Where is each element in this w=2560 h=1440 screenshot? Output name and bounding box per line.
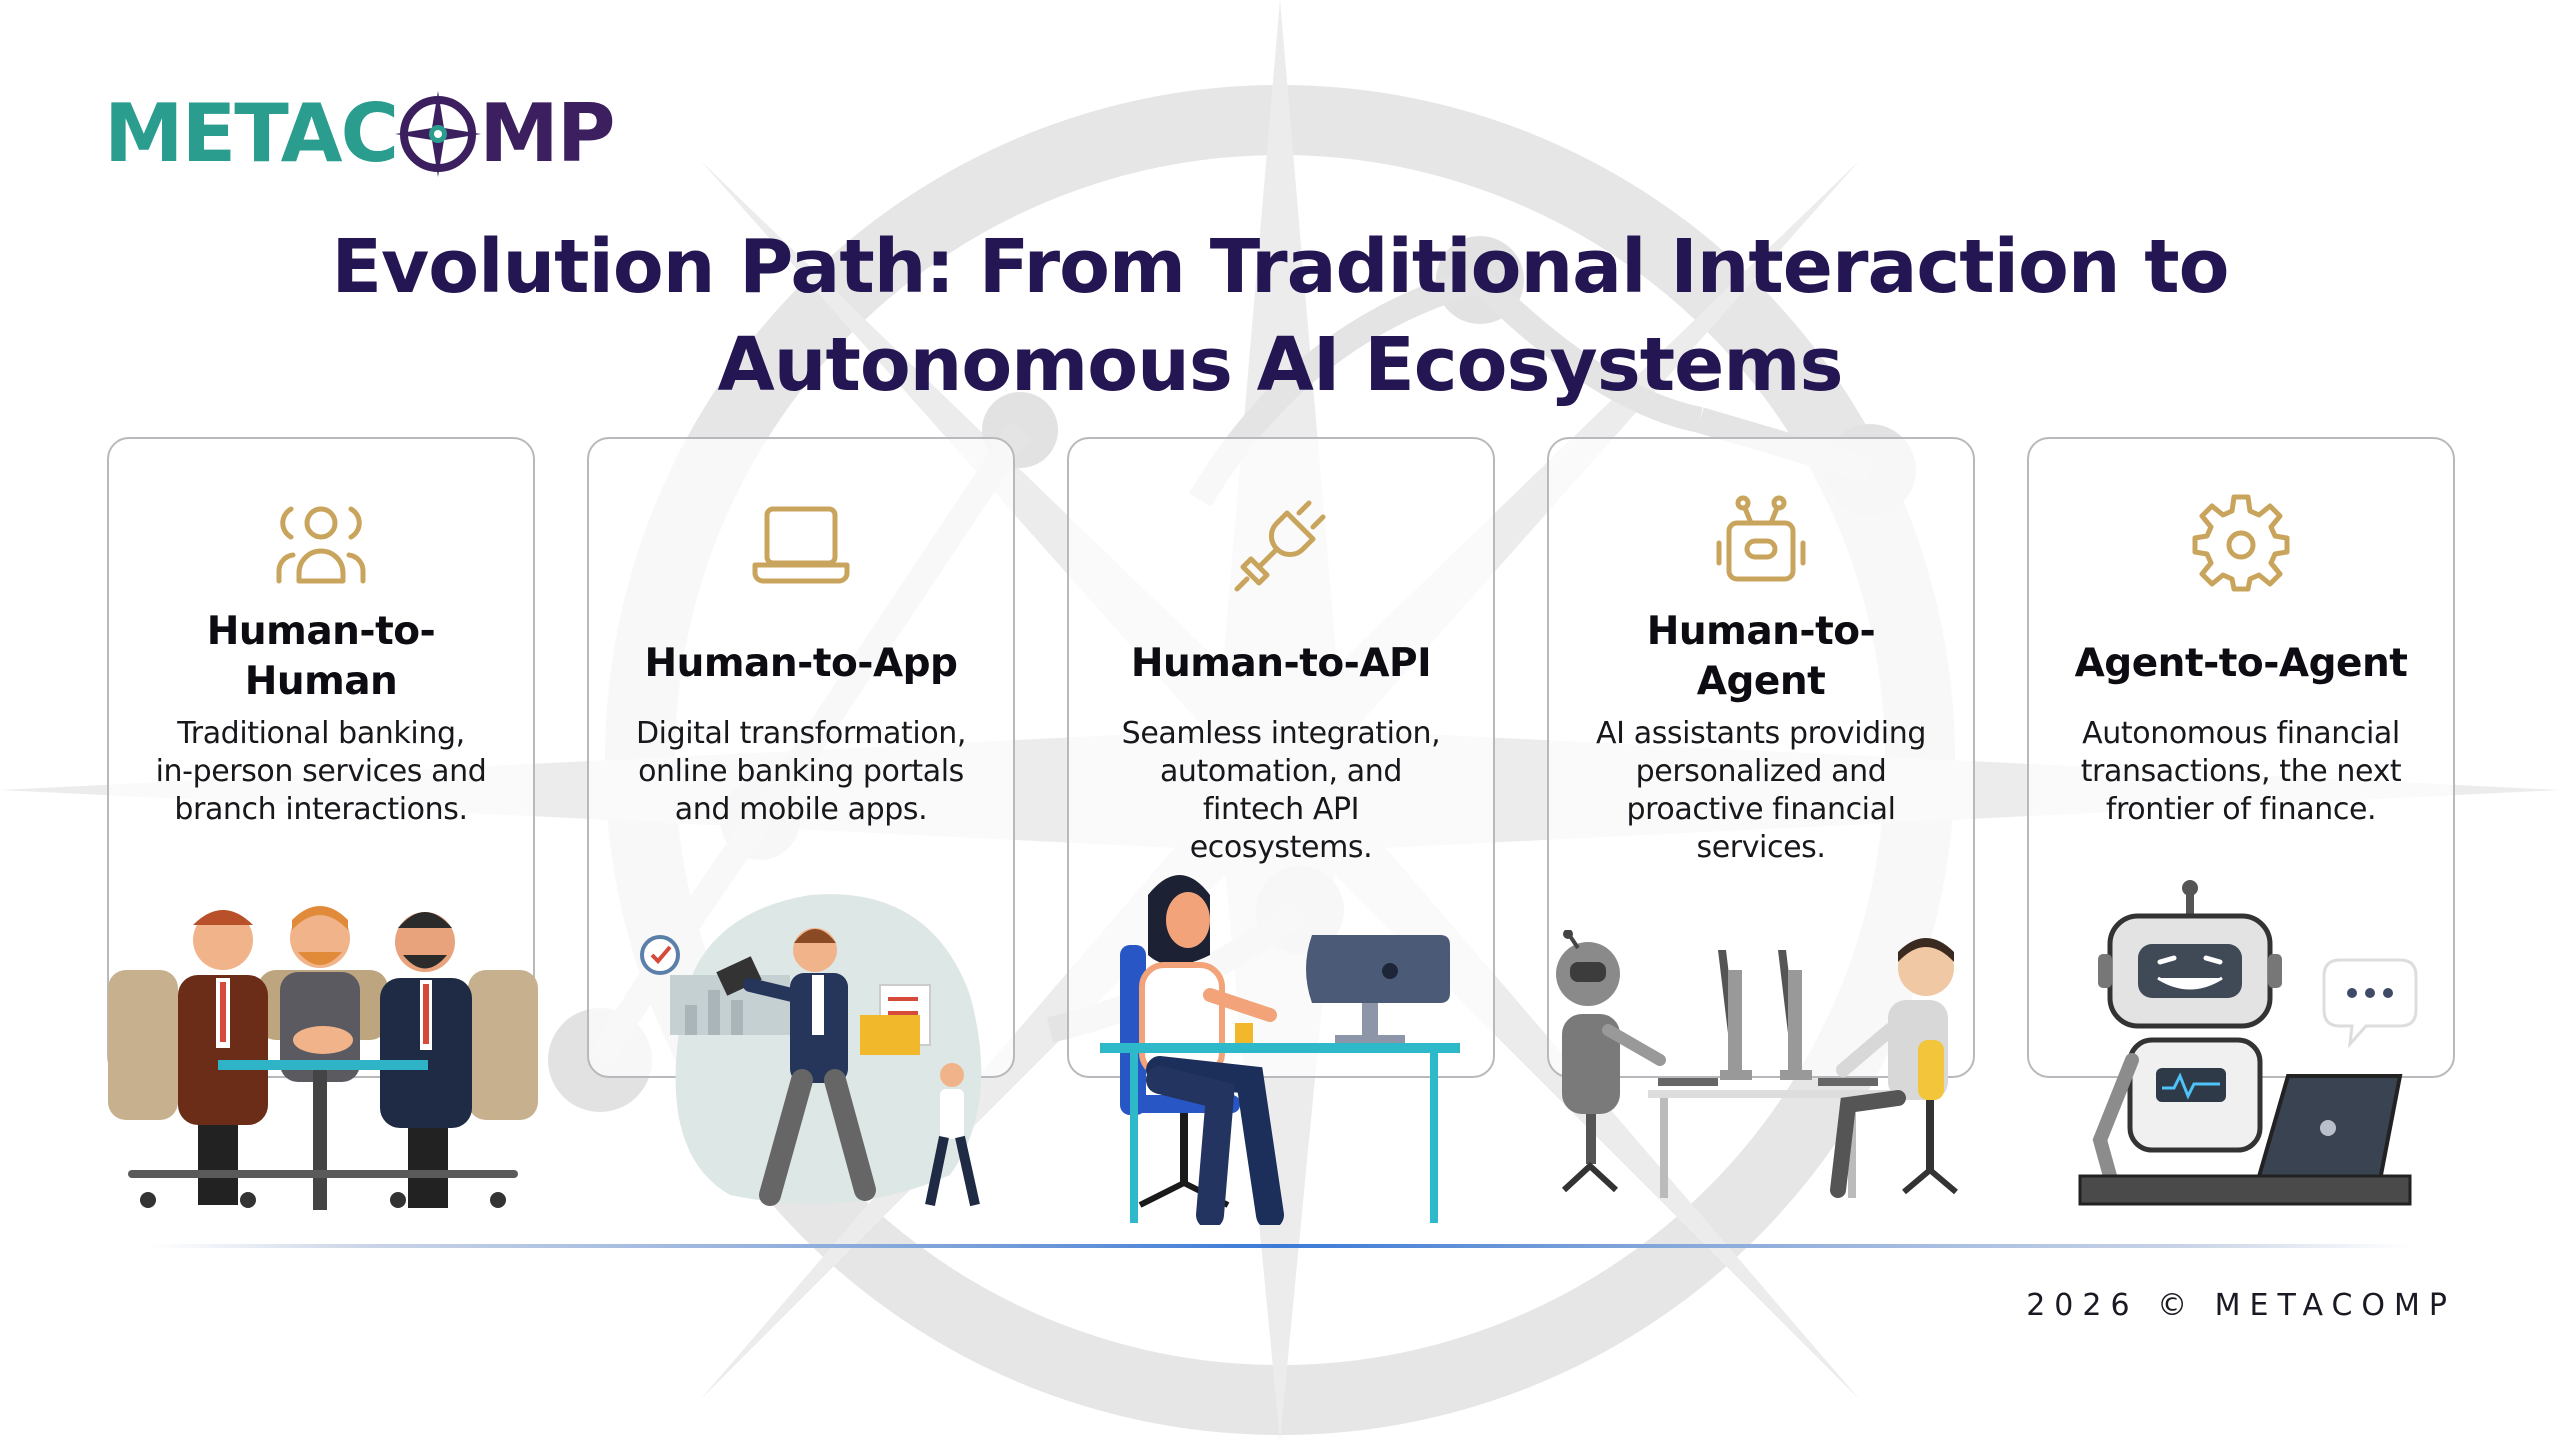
logo-text-left: METAC <box>104 87 399 180</box>
stage-description: Autonomous financial transactions, the n… <box>2047 715 2435 829</box>
title-line-1: Evolution Path: From Traditional Interac… <box>331 224 2229 310</box>
stage-description: Seamless integration, automation, and fi… <box>1087 715 1475 867</box>
business-meeting-illustration <box>108 906 538 1210</box>
compass-icon <box>395 91 482 177</box>
stage-description: Digital transformation, online banking p… <box>607 715 995 829</box>
stage-title-line: Agent <box>1696 659 1826 704</box>
page-title: Evolution Path: From Traditional Interac… <box>0 218 2560 414</box>
stage-description-line: services. <box>1696 830 1826 865</box>
digital-worker-illustration <box>640 894 982 1207</box>
stage-title-line: Human-to-API <box>1130 641 1432 686</box>
stage-description-line: online banking portals <box>638 754 964 789</box>
stage-description-line: transactions, the next <box>2080 754 2402 789</box>
laptop-icon <box>749 493 853 597</box>
stage-description-line: ecosystems. <box>1189 830 1373 865</box>
logo-text-right: MP <box>479 87 615 180</box>
gear-icon <box>2189 493 2293 597</box>
stage-title-line: Human-to- <box>206 609 436 654</box>
stage-title-line: Human <box>244 659 398 704</box>
stage-card-human-to-human: Human-to- Human Traditional banking, in-… <box>107 437 535 1078</box>
plug-icon <box>1229 493 1333 597</box>
stage-description-line: Seamless integration, <box>1121 716 1441 751</box>
stage-description-line: Digital transformation, <box>635 716 967 751</box>
stage-description-line: proactive financial <box>1626 792 1896 827</box>
stage-description-line: personalized and <box>1635 754 1887 789</box>
stage-title: Human-to- Human <box>119 607 523 707</box>
copyright-footer: 2026 © METACOMP <box>2026 1288 2456 1323</box>
stage-description-line: frontier of finance. <box>2105 792 2377 827</box>
stage-description-line: Autonomous financial <box>2082 716 2400 751</box>
stage-title: Human-to- Agent <box>1559 607 1963 707</box>
stage-description-line: branch interactions. <box>174 792 468 827</box>
stage-description: Traditional banking, in-person services … <box>127 715 515 829</box>
stage-title-line: Human-to-App <box>644 641 958 686</box>
stage-description-line: Traditional banking, <box>177 716 465 751</box>
timeline-line <box>150 1244 2410 1248</box>
robot-laptop-illustration <box>2078 880 2418 1206</box>
stage-description-line: AI assistants providing <box>1596 716 1926 751</box>
robot-icon <box>1709 493 1813 597</box>
stage-description: AI assistants providing personalized and… <box>1567 715 1955 867</box>
robot-and-human-illustration <box>1556 930 1958 1198</box>
stage-title-line: Agent-to-Agent <box>2074 641 2408 686</box>
desk-worker-illustration <box>1100 875 1460 1225</box>
people-icon <box>269 493 373 597</box>
stage-title: Human-to-API <box>1079 639 1483 689</box>
stage-description-line: in-person services and <box>155 754 487 789</box>
stage-title-line: Human-to- <box>1646 609 1876 654</box>
stage-title: Human-to-App <box>599 639 1003 689</box>
metacomp-logo: METAC MP <box>104 86 616 182</box>
stage-description-line: automation, and <box>1159 754 1403 789</box>
title-line-2: Autonomous AI Ecosystems <box>717 322 1844 408</box>
stage-title: Agent-to-Agent <box>2039 639 2443 689</box>
stage-description-line: fintech API <box>1202 792 1360 827</box>
stage-description-line: and mobile apps. <box>674 792 928 827</box>
